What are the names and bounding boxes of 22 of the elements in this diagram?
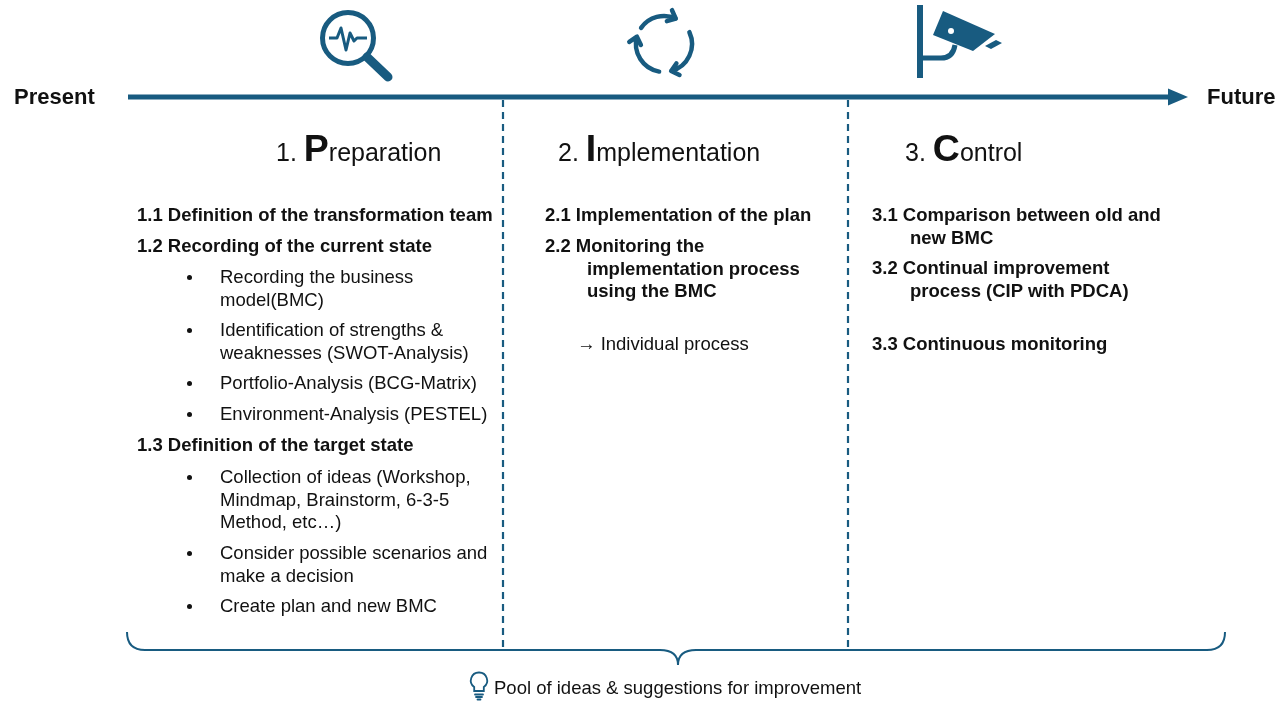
step-title: 2.2 Monitoring the implementation process using the BMC [545,235,801,303]
timeline-end-label: Future [1207,84,1276,110]
bullet-text: Create plan and new BMC [220,595,437,618]
footer-note: Pool of ideas & suggestions for improvement [494,677,862,700]
phase-heading: 1. Preparation [276,130,442,171]
step-title: 3.2 Continual improvement process (CIP with PDCA) [872,257,1130,302]
step-title: 1.3 Definition of the target state [137,434,414,457]
step-title: 1.1 Definition of the transformation team [137,204,493,227]
note-text: → Individual process [577,333,749,356]
step-title: 1.2 Recording of the current state [137,235,433,258]
phase-heading: 3. Control [905,130,1023,171]
step-title: 2.1 Implementation of the plan [545,204,812,227]
bullet-text: Consider possible scenarios and make a decision [220,542,489,587]
timeline-end-label: Present [14,84,95,110]
phase-heading: 2. Implementation [558,130,761,171]
step-title: 3.3 Continuous monitoring [872,333,1108,356]
bullet-text: Recording the business model(BMC) [220,266,415,311]
step-title: 3.1 Comparison between old and new BMC [872,204,1162,249]
bullet-text: Environment-Analysis (PESTEL) [220,403,488,426]
bullet-text: Identification of strengths & weaknesses (SWOT-Analysis) [220,319,470,364]
bullet-text: Collection of ideas (Workshop, Mindmap, Brainstorm, 6-3-5 Method, etc…) [220,466,472,534]
bullet-text: Portfolio-Analysis (BCG-Matrix) [220,372,477,395]
